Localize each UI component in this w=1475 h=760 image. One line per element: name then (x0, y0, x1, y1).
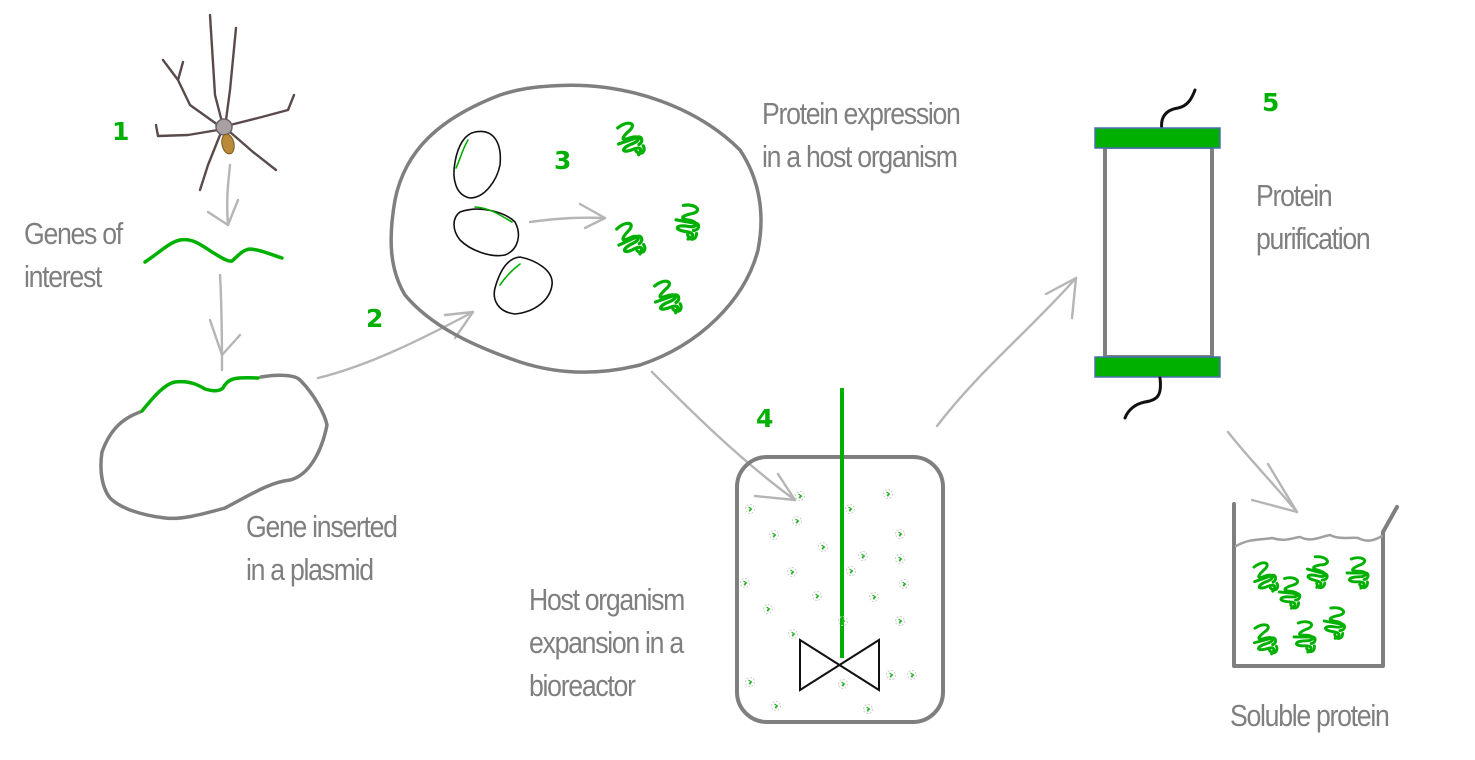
label-line: in a plasmid (246, 552, 374, 587)
host-cell-icon (389, 83, 763, 374)
label-line: Protein (1256, 178, 1333, 213)
label-line: Soluble protein (1230, 698, 1390, 733)
step-4-number: 4 (756, 404, 774, 433)
column-bottom-cap (1094, 356, 1221, 378)
spider-icon (154, 13, 296, 192)
label-gene-inserted-in-plasmid: Gene inserted in a plasmid (246, 505, 398, 591)
label-line: Host organism (529, 582, 685, 617)
arrow-bioreactor-to-column (935, 276, 1078, 428)
label-line: in a host organism (762, 139, 958, 174)
column-top-cap (1094, 127, 1221, 149)
step-5-number: 5 (1262, 88, 1280, 117)
flow-arrows (206, 163, 1299, 514)
plasmid-icon (99, 373, 329, 521)
label-soluble-protein: Soluble protein (1230, 694, 1390, 737)
arrow-gene-to-protein (528, 216, 607, 224)
label-protein-expression: Protein expression in a host organism (762, 92, 961, 178)
label-line: interest (24, 259, 102, 294)
arrow-genes-to-plasmid (218, 273, 224, 372)
label-line: bioreactor (529, 668, 636, 703)
bioreactor-icon (735, 388, 945, 724)
label-protein-purification: Protein purification (1256, 174, 1371, 260)
arrow-host-to-bioreactor (650, 370, 797, 502)
host-cells (739, 488, 918, 715)
label-line: Protein expression (762, 96, 961, 131)
chromatography-column-icon (1094, 88, 1221, 420)
step-2-number: 2 (366, 304, 384, 333)
label-line: Genes of (24, 216, 123, 251)
step-1-number: 1 (112, 117, 130, 146)
label-line: Gene inserted (246, 509, 398, 544)
label-genes-of-interest: Genes of interest (24, 212, 123, 298)
gene-segment (143, 237, 284, 264)
label-line: expansion in a (529, 625, 684, 660)
label-line: purification (1256, 221, 1371, 256)
arrow-plasmid-to-host (316, 310, 475, 380)
step-3-number: 3 (554, 146, 572, 175)
beaker-icon (1232, 502, 1399, 668)
label-host-organism-expansion: Host organism expansion in a bioreactor (529, 578, 685, 707)
arrow-spider-to-genes (225, 163, 232, 227)
arrow-column-to-beaker (1226, 430, 1299, 514)
